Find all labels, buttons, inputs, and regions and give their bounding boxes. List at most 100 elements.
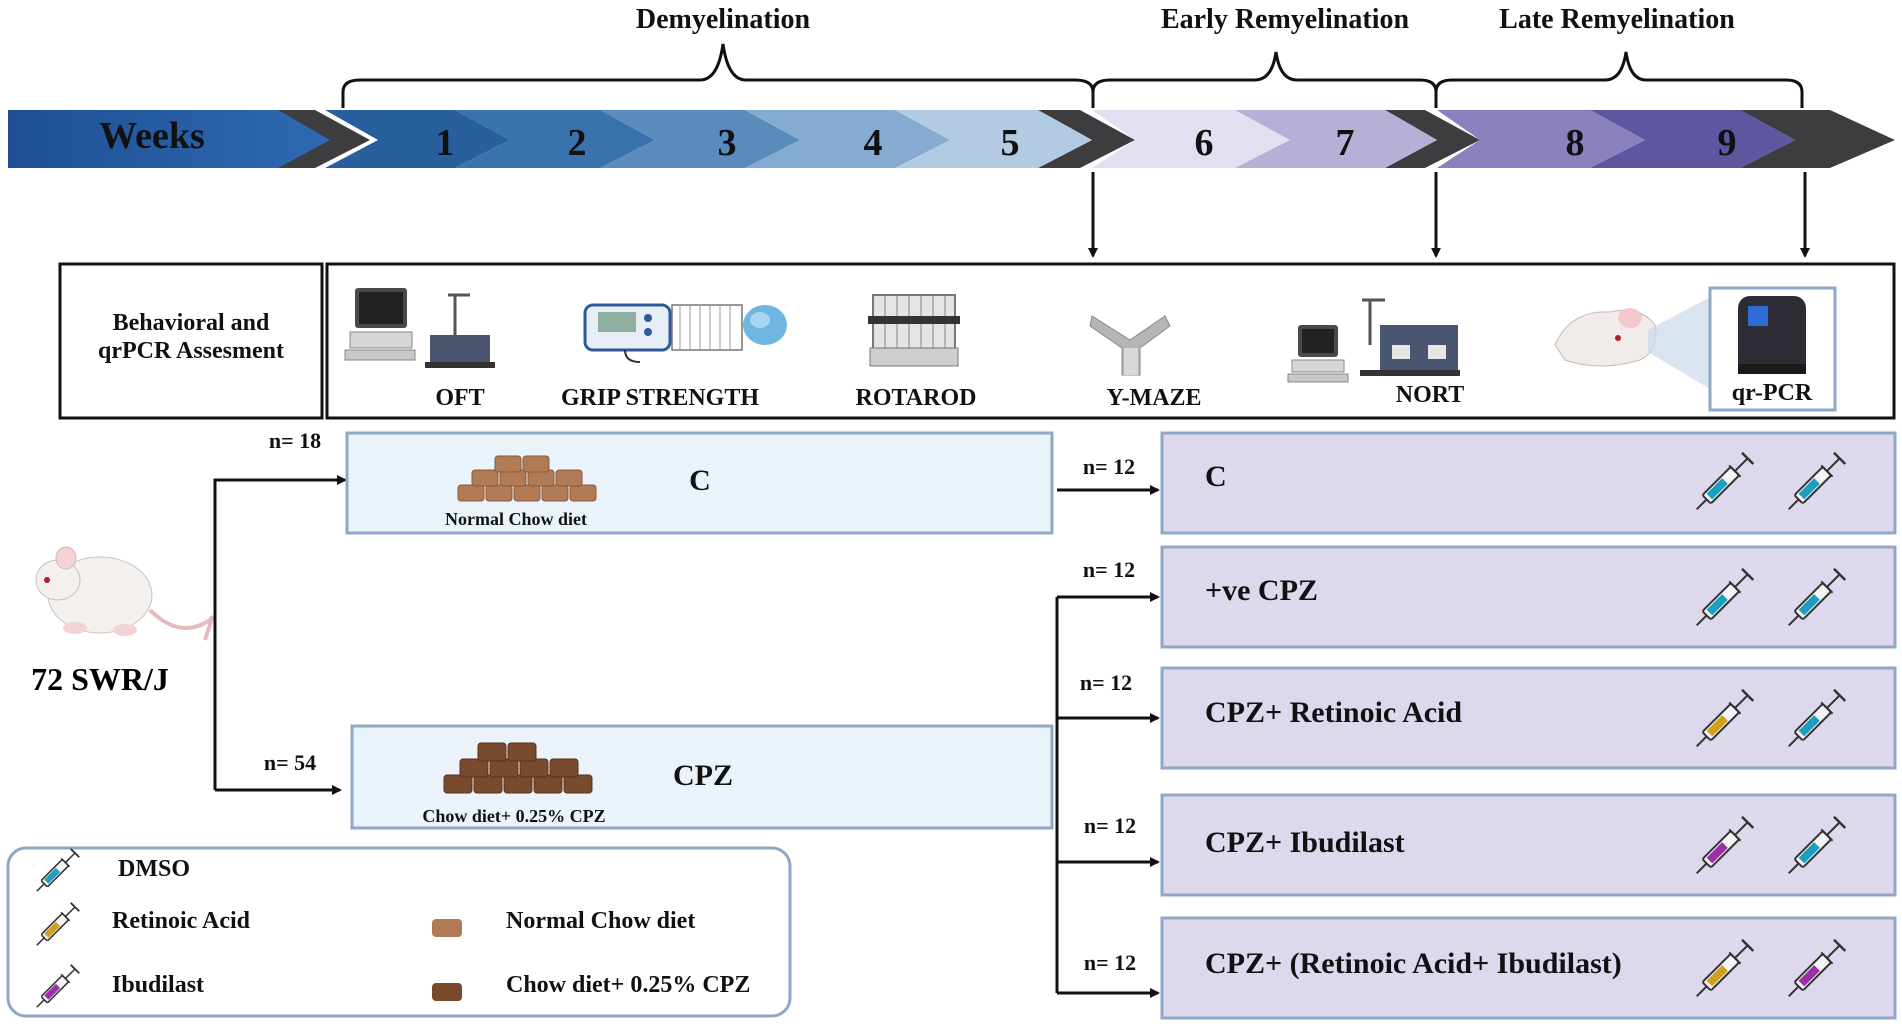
n-label-c-initial: n= 18 [269, 428, 321, 453]
chevron-week-6 [1092, 110, 1290, 168]
test-label-grip-strength: GRIP STRENGTH [561, 385, 759, 411]
period-label-late-remyelination: Late Remyelination [1499, 4, 1735, 35]
week-number-4: 4 [864, 122, 883, 164]
n-label-cpz-initial: n= 54 [264, 750, 316, 775]
normal-chow-pellets-icon [457, 455, 597, 502]
test-label-y-maze: Y-MAZE [1106, 385, 1201, 411]
chevron-week-3 [600, 110, 800, 168]
group-name-cpz-ibudilast: CPZ+ Ibudilast [1205, 826, 1405, 859]
assessment-title-line1: Behavioral and [113, 310, 270, 336]
legend-swatch-normal-chow [432, 919, 462, 937]
ibudilast-syringe-icon [1696, 815, 1755, 874]
assessment-title-line2: qrPCR Assesment [98, 338, 284, 364]
diet-label-cpz-chow: Chow diet+ 0.25% CPZ [422, 806, 605, 826]
week-number-5: 5 [1001, 122, 1020, 164]
n-label-group-cpz-combo: n= 12 [1084, 950, 1136, 975]
period-braces [341, 43, 1804, 108]
legend-swatch-cpz-chow [432, 983, 462, 1001]
chevron-week-7 [1235, 110, 1437, 168]
week-number-3: 3 [718, 122, 737, 164]
rotarod-apparatus-icon [868, 294, 960, 367]
dmso-syringe-icon [1696, 451, 1755, 510]
group-name-cpz-initial: CPZ [673, 759, 733, 792]
week-number-6: 6 [1195, 122, 1214, 164]
group-name-c-initial: C [689, 464, 711, 497]
group-box-c-initial: Normal Chow diet C [345, 431, 1054, 535]
source-label: 72 SWR/J [31, 661, 169, 697]
n-label-group-cpz: n= 12 [1083, 557, 1135, 582]
weeks-label: Weeks [99, 115, 205, 157]
brace-demyelination [341, 43, 1095, 108]
mouse-head-icon [1554, 292, 1720, 395]
retinoic-acid-syringe-icon [36, 902, 80, 946]
brace-early-remyelination [1091, 51, 1438, 108]
week-numbers: 1 2 3 4 5 6 7 8 9 [436, 122, 1737, 164]
final-syringes [1696, 451, 1847, 997]
test-label-qr-pcr: qr-PCR [1732, 380, 1813, 406]
mouse-icon [35, 546, 214, 641]
final-connectors [1055, 485, 1160, 998]
chevron-week-8 [1437, 110, 1645, 168]
week-number-7: 7 [1336, 122, 1355, 164]
legend: DMSO Retinoic Acid Ibudilast Normal Chow… [6, 846, 792, 1018]
week-number-8: 8 [1566, 122, 1585, 164]
group-name-c: C [1205, 460, 1227, 493]
group-box-cpz-initial: Chow diet+ 0.25% CPZ CPZ [350, 724, 1054, 830]
dark-chevrons [278, 110, 1895, 168]
retinoic-acid-syringe-icon [1696, 688, 1755, 747]
chevron-week-2 [455, 110, 655, 168]
chevron-week-4 [745, 110, 950, 168]
timeline: Demyelination Early Remyelination Late R… [8, 4, 1895, 258]
legend-label-normal-chow: Normal Chow diet [506, 908, 695, 934]
period-label-early-remyelination: Early Remyelination [1161, 4, 1410, 35]
chevron-dark-end [1740, 110, 1895, 168]
n-label-group-c: n= 12 [1083, 454, 1135, 479]
assessment-arrows [1088, 172, 1810, 258]
legend-label-cpz-chow: Chow diet+ 0.25% CPZ [506, 972, 750, 998]
test-label-rotarod: ROTAROD [856, 385, 977, 411]
chevron-dark-start [278, 110, 370, 168]
brace-late-remyelination [1434, 51, 1804, 108]
retinoic-acid-syringe-icon [1696, 938, 1755, 997]
oft-apparatus-icon [344, 288, 495, 368]
group-name-cpz-combo: CPZ+ (Retinoic Acid+ Ibudilast) [1205, 947, 1622, 980]
assessment-title-box [58, 262, 324, 420]
final-group-boxes [1160, 431, 1897, 1020]
dmso-syringe-icon [1696, 567, 1755, 626]
dmso-syringe-icon [1788, 567, 1847, 626]
week-number-2: 2 [568, 122, 587, 164]
legend-syringes [36, 848, 80, 1008]
week-chevrons [325, 110, 1795, 168]
dmso-syringe-icon [1788, 815, 1847, 874]
diet-label-normal-chow: Normal Chow diet [445, 509, 587, 529]
final-box-c [1160, 431, 1897, 535]
source-connectors [213, 475, 347, 795]
dmso-syringe-icon [1788, 688, 1847, 747]
connector-source-c [213, 475, 347, 790]
week-number-1: 1 [436, 122, 455, 164]
weeks-banner [8, 110, 340, 168]
group-name-cpz-retinoic-acid: CPZ+ Retinoic Acid [1205, 696, 1462, 729]
n-label-group-cpz-ibu: n= 12 [1084, 813, 1136, 838]
ibudilast-syringe-icon [1788, 938, 1847, 997]
period-label-demyelination: Demyelination [636, 4, 811, 35]
chevron-week-5 [895, 110, 1092, 168]
chevron-week-1 [325, 110, 510, 168]
test-label-oft: OFT [435, 385, 484, 411]
legend-label-ibudilast: Ibudilast [112, 972, 204, 998]
chevron-week-9 [1590, 110, 1795, 168]
group-name-cpz: +ve CPZ [1205, 574, 1318, 607]
final-box-cpz [1160, 545, 1897, 649]
cpz-chow-pellets-icon [443, 742, 593, 794]
dmso-syringe-icon [36, 848, 80, 892]
final-box-cpz-combo [1160, 916, 1897, 1020]
final-box-cpz-ra [1160, 666, 1897, 770]
grip-strength-meter-icon [583, 303, 787, 363]
final-box-cpz-ibu [1160, 793, 1897, 897]
ibudilast-syringe-icon [36, 964, 80, 1008]
legend-label-retinoic-acid: Retinoic Acid [112, 908, 251, 934]
nort-apparatus-icon [1287, 298, 1460, 383]
test-label-nort: NORT [1396, 382, 1465, 408]
